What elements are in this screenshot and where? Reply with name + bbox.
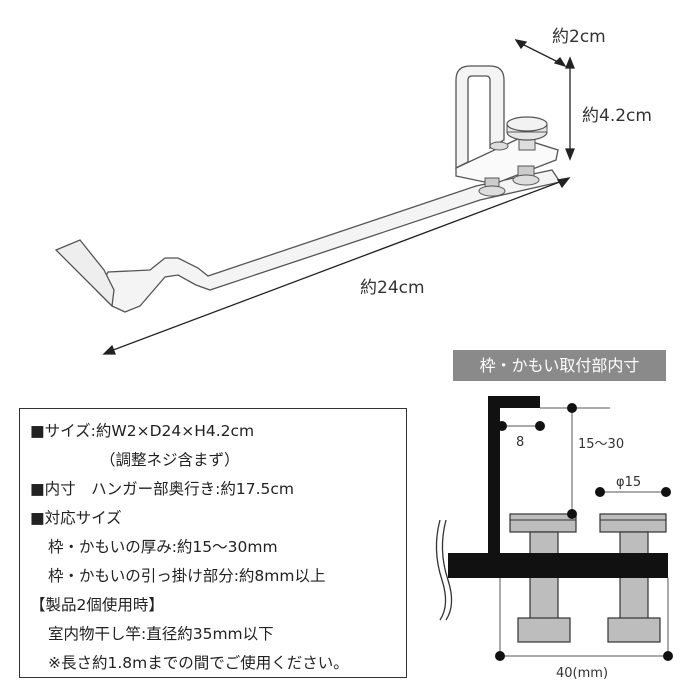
spec-size: ■サイズ:約W2×D24×H4.2cm: [30, 422, 255, 440]
spec-note: ※長さ約1.8mまでの間でご使用ください。: [48, 654, 349, 672]
diameter-label: φ15: [616, 475, 641, 490]
depth-label: 40(mm): [556, 666, 608, 681]
spec-inner: ■内寸 ハンガー部奥行き:約17.5cm: [30, 480, 295, 498]
spec-two-header: 【製品2個使用時】: [30, 596, 164, 614]
hanger-front-tip: [54, 239, 115, 308]
height-label: 約4.2cm: [582, 106, 652, 126]
screw-right: [506, 116, 548, 186]
screw-left: [478, 141, 509, 197]
spec-size-note: （調整ネジ含まず）: [100, 451, 240, 469]
hanger-hook-illustration: [54, 65, 562, 313]
spec-compat-header: ■対応サイズ: [30, 509, 122, 527]
hanger-vertical-hook: [455, 65, 505, 170]
specs-box: ■サイズ:約W2×D24×H4.2cm （調整ネジ含まず） ■内寸 ハンガー部奥…: [19, 408, 407, 678]
spec-hook: 枠・かもいの引っ掛け部分:約8mm以上: [48, 567, 326, 585]
lip-label: 8: [516, 435, 524, 450]
dimension-lines: [102, 39, 575, 355]
cross-section-diagram: [435, 396, 673, 661]
width-label: 約2cm: [552, 27, 606, 47]
spec-pole: 室内物干し竿:直径約35mm以下: [48, 625, 274, 643]
length-label: 約24cm: [360, 278, 425, 298]
section-title-tag: 枠・かもい取付部内寸: [453, 350, 666, 381]
hanger-arm: [97, 169, 562, 313]
range-label: 15〜30: [578, 437, 624, 452]
spec-thickness: 枠・かもいの厚み:約15〜30mm: [48, 538, 278, 556]
